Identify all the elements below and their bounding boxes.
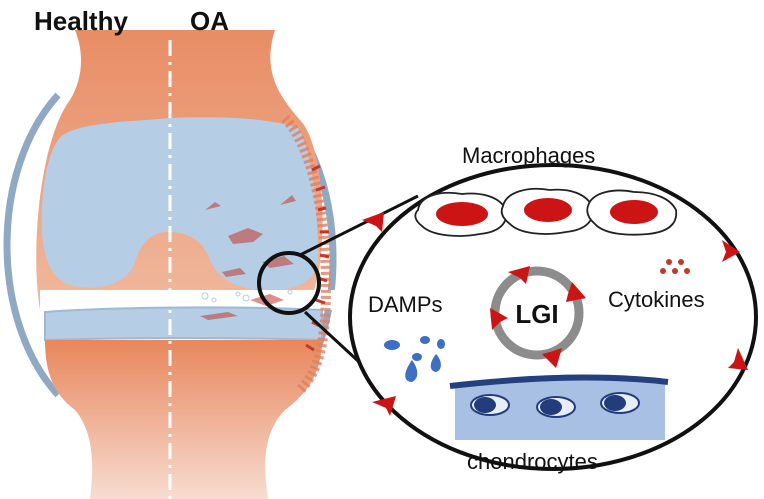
chondrocyte-cells [470, 392, 640, 418]
outer-arrow-2 [722, 240, 740, 262]
lgi-cycle: LGI [490, 266, 586, 368]
magnifier-circle [257, 251, 321, 315]
macrophage-nucleus [436, 202, 488, 226]
chondrocyte-nucleus [540, 399, 562, 415]
knee-joint [3, 30, 340, 499]
oa-debris-particles [201, 289, 293, 303]
cartilage-surface [449, 374, 669, 389]
outer-cycle-arrows [362, 212, 748, 416]
macrophage-cells [414, 187, 678, 237]
chondrocyte-nucleus [474, 397, 496, 413]
cytokine-dots [660, 259, 690, 274]
outer-arrow-3 [728, 348, 748, 370]
zoom-panel: Macrophages Cytokines DAMPs [348, 143, 758, 474]
chondrocytes-label: chondrocytes [467, 449, 598, 474]
macrophage-nucleus [524, 198, 572, 222]
zoom-connector-top [299, 194, 419, 257]
femoral-cartilage [41, 117, 318, 290]
healthy-label: Healthy [34, 6, 128, 36]
chondrocyte-nucleus [604, 395, 626, 411]
outer-arrow-1 [362, 212, 384, 232]
macrophage-nucleus [610, 200, 658, 224]
inflamed-synovium [281, 114, 331, 394]
cartilage-lesions [200, 195, 296, 320]
lgi-label: LGI [515, 299, 558, 329]
chondrocyte-layer [449, 374, 669, 440]
oa-label: OA [190, 6, 229, 36]
damps-droplets [384, 336, 445, 382]
macrophages-label: Macrophages [462, 143, 595, 168]
lgi-cycle-arrows [490, 266, 586, 368]
outer-arrow-4 [372, 396, 396, 416]
cytokines-label: Cytokines [608, 287, 705, 312]
damps-label: DAMPs [368, 292, 443, 317]
tibia-bone [45, 340, 322, 499]
